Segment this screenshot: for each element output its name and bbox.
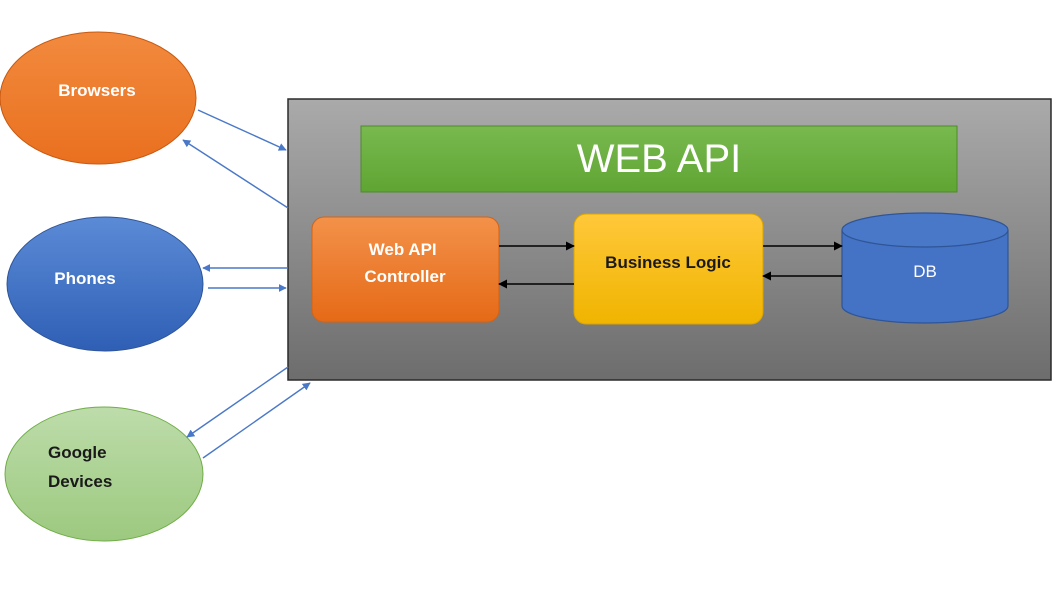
phones-label: Phones — [54, 269, 115, 288]
business-logic-box — [573, 213, 764, 325]
arrow-google-devices-to-api — [202, 382, 311, 459]
db-label: DB — [913, 262, 937, 281]
browsers-label: Browsers — [58, 81, 135, 100]
google-devices-label: Google Devices — [48, 443, 112, 491]
web-api-banner — [360, 125, 958, 193]
phones-node — [6, 216, 204, 352]
web-api-controller-label: Web API Controller — [364, 240, 446, 286]
db-cylinder — [841, 212, 1009, 324]
business-logic-label: Business Logic — [605, 253, 731, 272]
web-api-controller-box — [311, 216, 500, 323]
arrow-browsers-to-api — [197, 109, 287, 151]
arrow-api-to-google-devices — [186, 366, 289, 438]
web-api-title: WEB API — [577, 137, 742, 181]
browsers-node — [0, 31, 197, 165]
google-devices-node — [4, 406, 204, 542]
arrow-api-to-browsers — [182, 139, 289, 209]
